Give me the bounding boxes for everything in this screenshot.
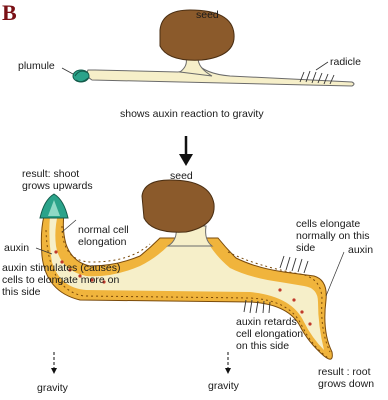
gravity-label-left: gravity [37,382,68,394]
top-seedling-axis [87,62,354,86]
bottom-seed-label: seed [170,170,193,182]
panel-letter: B [2,0,17,26]
top-seedling [62,10,354,86]
bottom-root-hairs-top [280,256,308,273]
gravity-arrow-middle [225,352,231,374]
auxin-retards-label: auxin retards cell elongation on this si… [236,316,303,352]
result-root-label: result : root grows down [318,366,374,390]
top-seed-label: seed [196,9,219,21]
radicle-label: radicle [330,56,361,68]
plumule-label: plumule [18,60,55,72]
normal-elongation-label: normal cell elongation [78,224,129,248]
gravity-arrow-left [51,352,57,374]
gravity-caption: shows auxin reaction to gravity [120,108,264,120]
auxin-label-right: auxin [348,244,373,256]
bottom-seed [142,180,214,232]
result-shoot-label: result: shoot grows upwards [22,168,93,192]
gravity-label-middle: gravity [208,380,239,392]
top-plumule [73,70,89,82]
auxin-stimulates-label: auxin stimulates (causes) cells to elong… [2,262,120,298]
auxin-label-left: auxin [4,242,29,254]
